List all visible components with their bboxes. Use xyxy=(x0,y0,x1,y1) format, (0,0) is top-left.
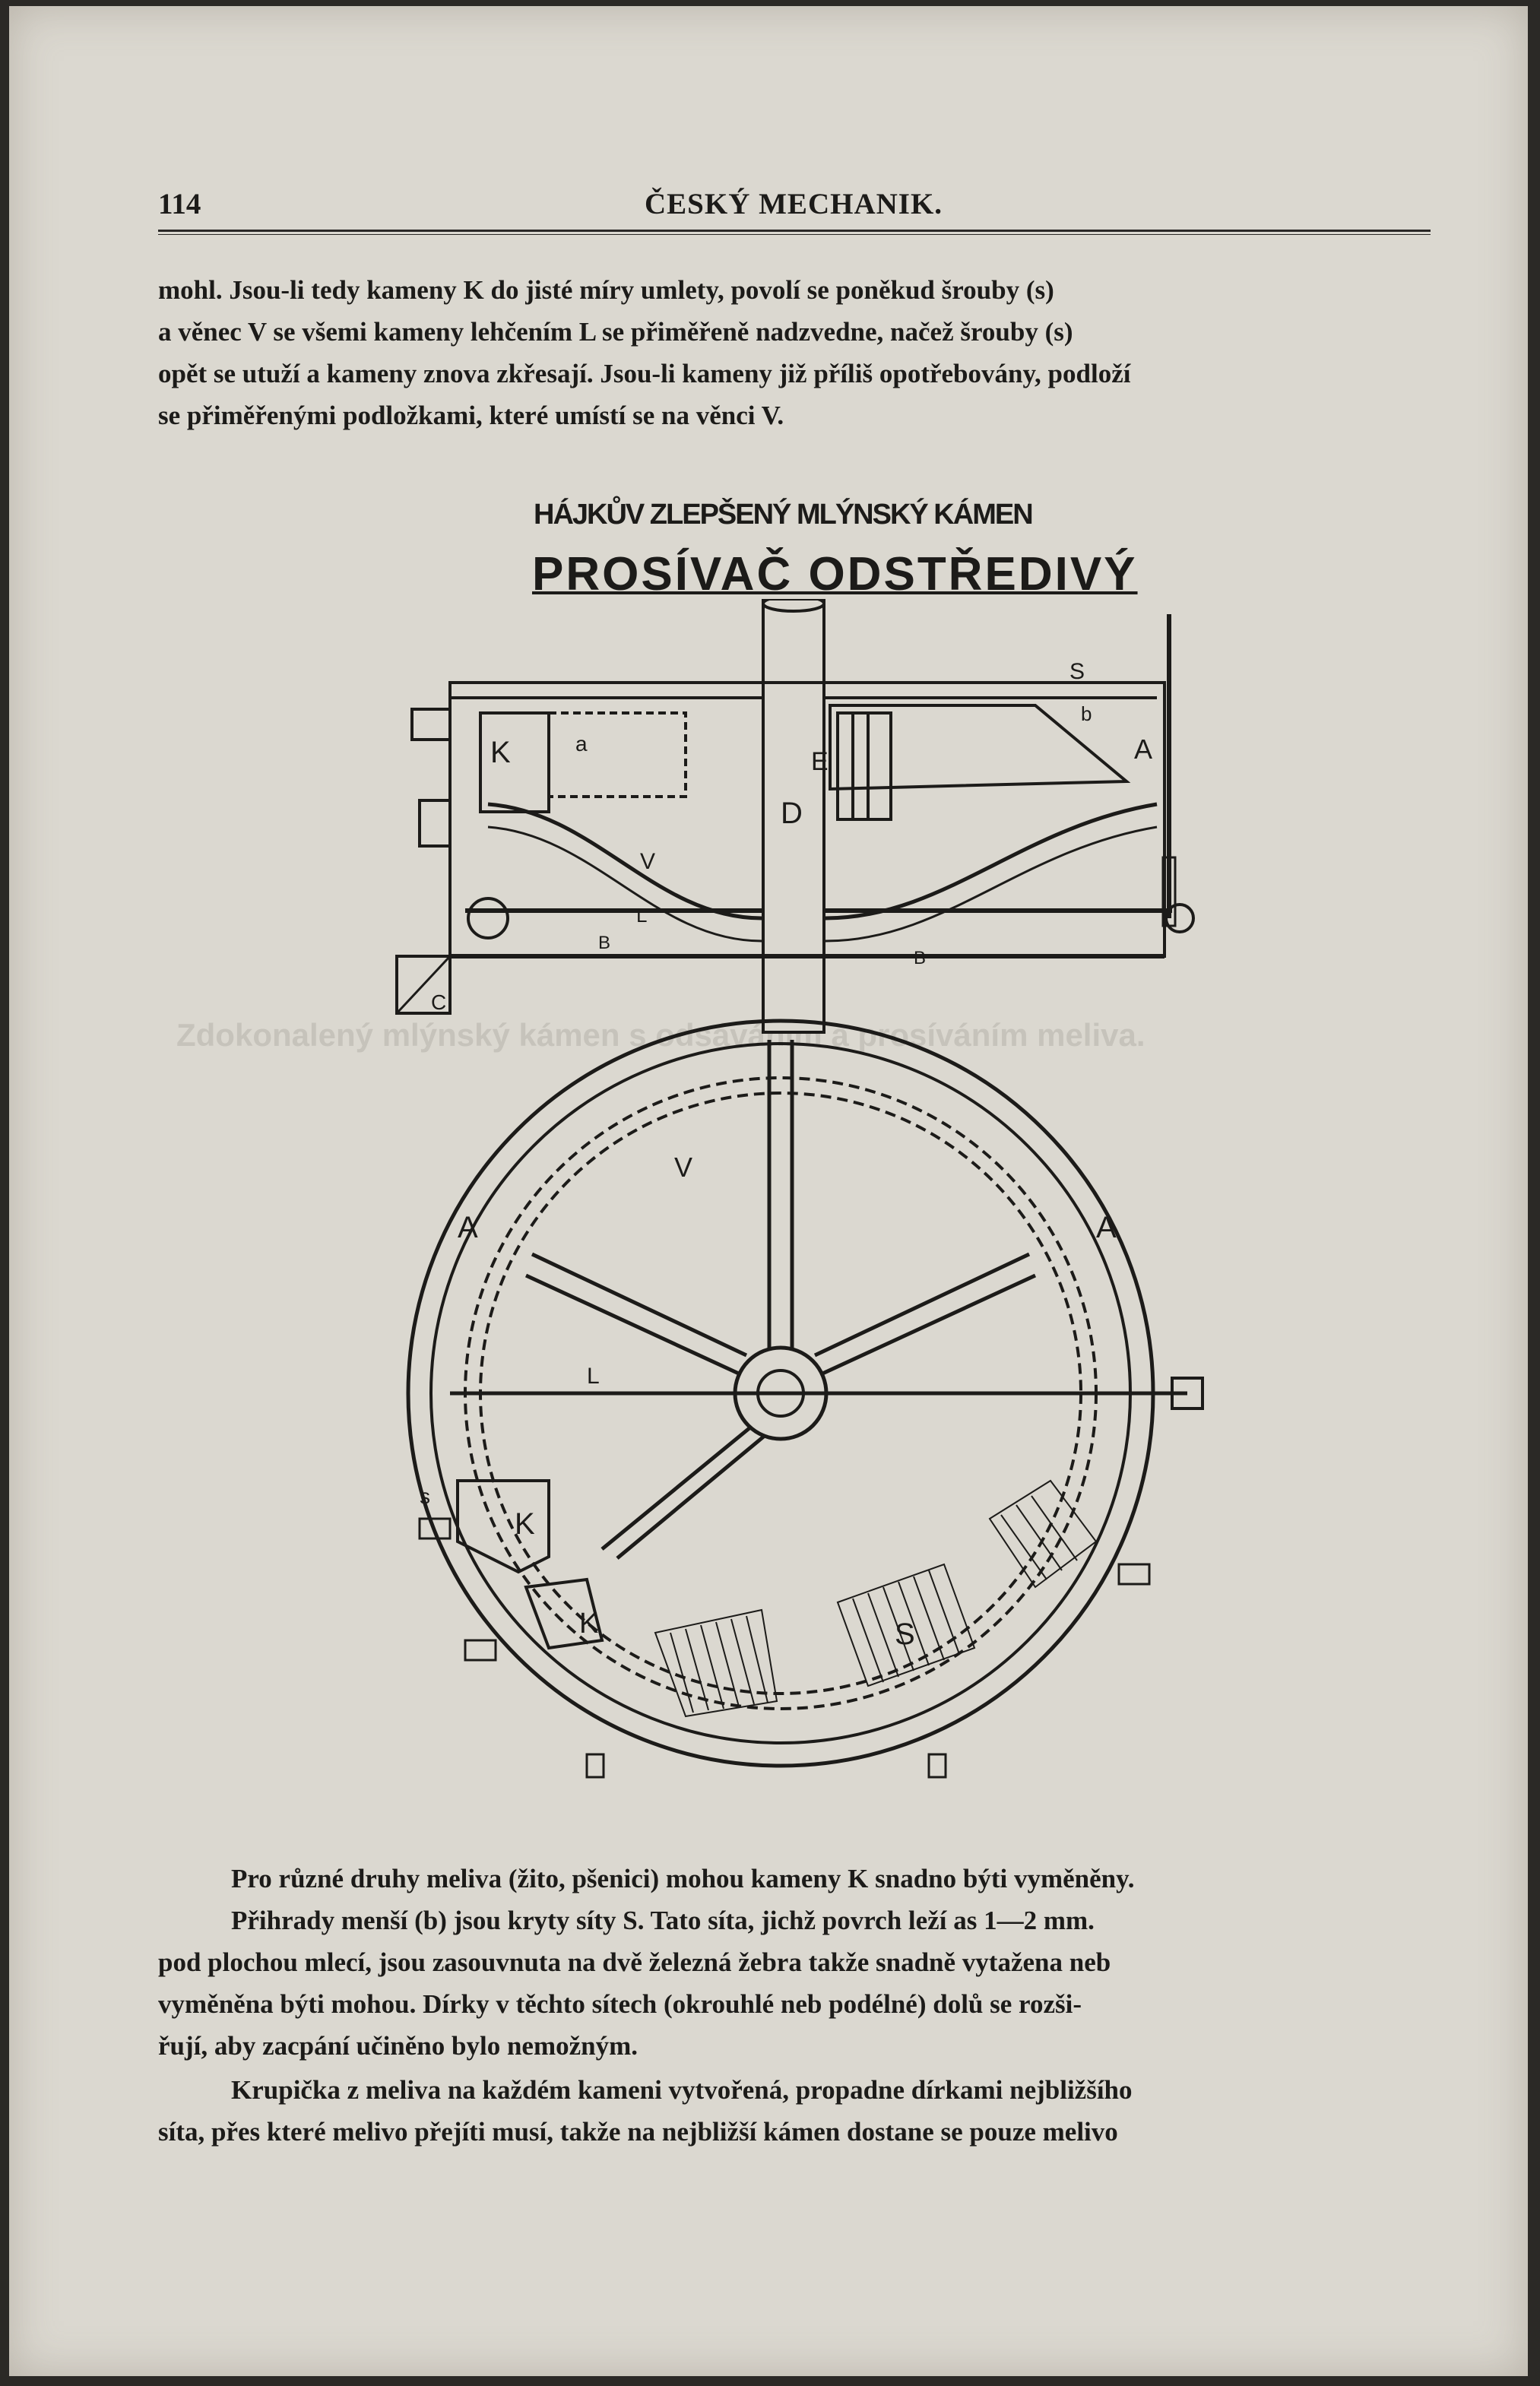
ring-v-left xyxy=(487,802,762,920)
text-line: se přiměřenými podložkami, které umístí … xyxy=(158,401,784,430)
stone-right xyxy=(829,704,1131,791)
sieve-segments xyxy=(654,1479,1098,1718)
label-k: K xyxy=(490,736,511,769)
section-view: K a E D V L B B C A S b xyxy=(395,599,1195,1034)
plan-label-k-1: K xyxy=(515,1507,535,1541)
text-line: mohl. Jsou-li tedy kameny K do jisté mír… xyxy=(158,275,1054,305)
text-line: síta, přes které melivo přejíti musí, ta… xyxy=(158,2117,1118,2147)
plan-label-a-right: A xyxy=(1096,1211,1117,1244)
millstone-technical-drawing: K a E D V L B B C A S b xyxy=(395,599,1204,1779)
scanned-page: Zdokonalený mlýnský kámen s odsáváním a … xyxy=(9,6,1528,2376)
ring-v-right xyxy=(825,802,1158,920)
journal-title: ČESKÝ MECHANIK. xyxy=(645,188,943,220)
lever-clamp xyxy=(1171,1377,1204,1410)
label-c: C xyxy=(431,990,446,1014)
compartment-k-2 xyxy=(524,1577,604,1650)
bolt-left-lower xyxy=(418,799,452,848)
bolt-s xyxy=(410,708,452,741)
label-s-top: S xyxy=(1069,659,1085,684)
header-rule xyxy=(158,230,1431,235)
plan-label-k-2: K xyxy=(579,1608,598,1640)
shaft-top xyxy=(762,599,825,613)
text-line: a věnec V se všemi kameny lehčením L se … xyxy=(158,317,1073,347)
text-line: pod plochou mlecí, jsou zasouvnuta na dv… xyxy=(158,1947,1111,1977)
paragraph-2: Pro různé druhy meliva (žito, pšenici) m… xyxy=(158,1858,1429,2067)
text-line: Přihrady menší (b) jsou kryty síty S. Ta… xyxy=(231,1906,1095,1935)
label-b-right: B xyxy=(914,948,926,968)
text-line: Pro různé druhy meliva (žito, pšenici) m… xyxy=(231,1864,1135,1893)
text-line: opět se utuží a kameny znova zkřesají. J… xyxy=(158,359,1131,388)
label-d: D xyxy=(781,797,803,830)
running-head: 114 ČESKÝ MECHANIK. xyxy=(158,187,1435,225)
compartment-k-1 xyxy=(456,1479,550,1574)
plan-label-s: S xyxy=(895,1618,915,1651)
compartment-a xyxy=(547,711,687,798)
spokes xyxy=(524,1040,1037,1560)
text-line: Krupička z meliva na každém kameni vytvo… xyxy=(231,2075,1133,2105)
plan-label-l: L xyxy=(587,1364,600,1389)
plan-label-s-bolt: s xyxy=(420,1485,430,1508)
label-a-right: A xyxy=(1134,734,1152,765)
text-line: vyměněna býti mohou. Dírky v těchto síte… xyxy=(158,1989,1082,2019)
plan-label-a-left: A xyxy=(458,1211,478,1244)
figure-caption-subtitle: PROSÍVAČ ODSTŘEDIVÝ xyxy=(532,548,1138,600)
plan-label-v: V xyxy=(674,1152,692,1183)
pivot-right xyxy=(1165,903,1195,933)
pivot-left xyxy=(467,897,509,940)
label-b-small: b xyxy=(1081,702,1092,725)
bleed-through-text-ghost: Zdokonalený mlýnský kámen s odsáváním a … xyxy=(176,1017,1145,1053)
label-e: E xyxy=(811,747,829,776)
paragraph-3: Krupička z meliva na každém kameni vytvo… xyxy=(158,2069,1429,2153)
page-number: 114 xyxy=(158,188,201,220)
part-e xyxy=(836,711,892,821)
paragraph-1: mohl. Jsou-li tedy kameny K do jisté mír… xyxy=(158,269,1429,436)
figure-caption-title: HÁJKŮV ZLEPŠENÝ MLÝNSKÝ KÁMEN xyxy=(534,499,1034,531)
label-l: L xyxy=(636,904,647,927)
label-b-left: B xyxy=(598,933,610,953)
ring-bolts xyxy=(418,1517,1151,1779)
text-line: řují, aby zacpání učiněno bylo nemožným. xyxy=(158,2031,638,2061)
plan-view: A A V L K K S s xyxy=(406,1019,1204,1779)
label-v: V xyxy=(640,849,655,874)
central-shaft xyxy=(762,599,825,1034)
label-a: a xyxy=(575,732,588,756)
